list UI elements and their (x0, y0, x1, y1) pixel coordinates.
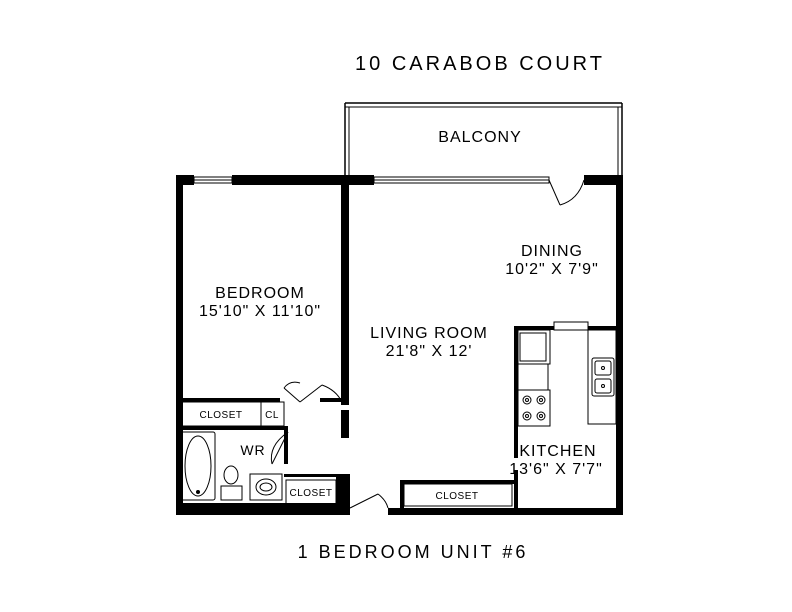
living-room-size: 21'8" X 12' (386, 343, 473, 360)
washroom-label: WR (240, 442, 265, 458)
dining-label: DINING (521, 243, 583, 260)
bedroom-closets (180, 401, 285, 427)
kitchen-size: 13'6" X 7'7" (509, 461, 603, 478)
hall-closet-label: CLOSET (435, 491, 478, 502)
kitchen-fixtures (517, 321, 617, 427)
linen-closet-label: CL (265, 410, 279, 421)
plan-subtitle: 1 BEDROOM UNIT #6 (298, 542, 529, 562)
bedroom-closet-label: CLOSET (199, 410, 242, 421)
wr-closet-label: CLOSET (289, 488, 332, 499)
wr-closet (285, 479, 337, 505)
kitchen-walls (514, 326, 620, 510)
balcony-door (548, 179, 585, 206)
kitchen-label: KITCHEN (519, 443, 596, 460)
interior-walls (176, 180, 350, 508)
balcony: BALCONY (344, 102, 623, 175)
balcony-label: BALCONY (438, 129, 521, 146)
washroom-fixtures (180, 431, 283, 501)
dining-size: 10'2" X 7'9" (505, 261, 599, 278)
entry-door (349, 493, 389, 509)
hall-closet (400, 480, 514, 510)
bedroom-label: BEDROOM (215, 285, 305, 302)
exterior-walls (176, 175, 623, 515)
living-room-label: LIVING ROOM (370, 325, 488, 342)
bedroom-door (283, 381, 343, 403)
bedroom-size: 15'10" X 11'10" (199, 303, 321, 320)
wr-door (270, 431, 289, 465)
plan-title: 10 CARABOB COURT (355, 53, 605, 75)
